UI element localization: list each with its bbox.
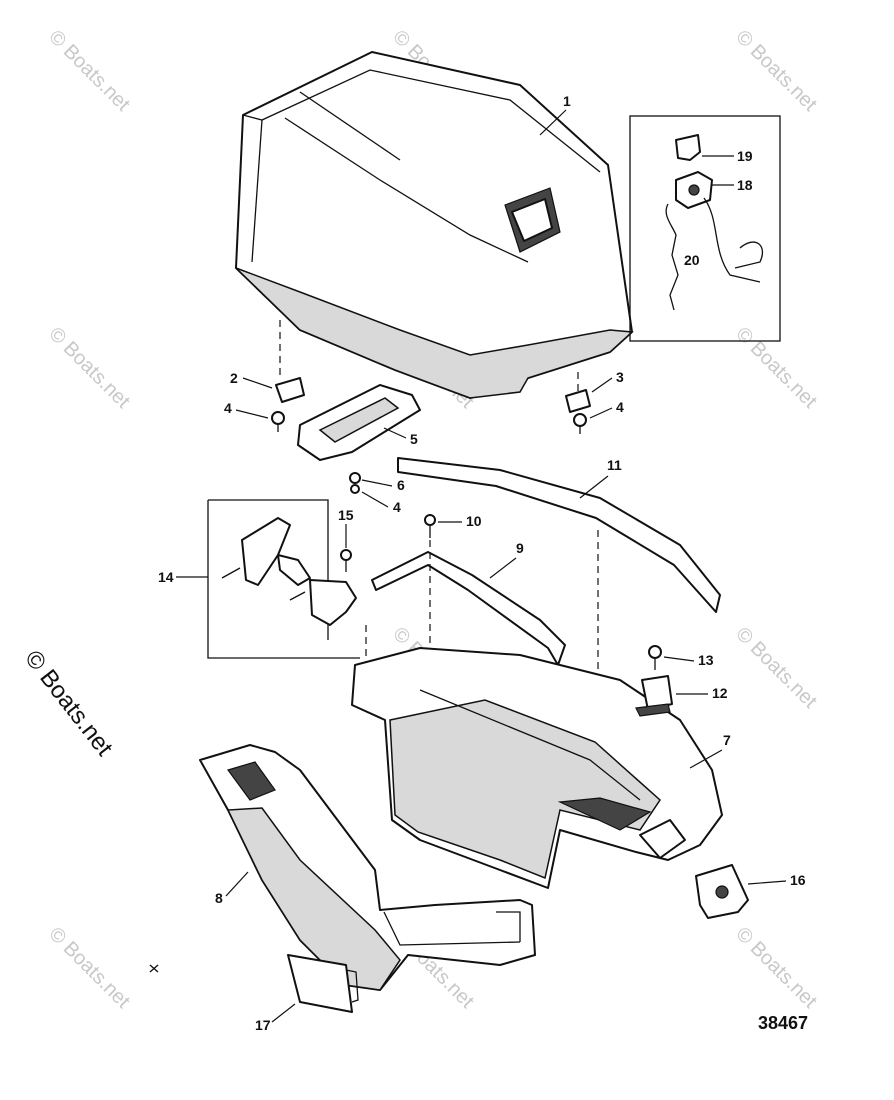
front-lower-cowl-part-8: [199, 744, 536, 991]
leader-line: [235, 409, 269, 419]
callout-label: 2: [230, 370, 238, 386]
callout-label: 6: [397, 477, 405, 493]
screw-part-10: [424, 514, 436, 538]
callout-label: 3: [616, 369, 624, 385]
rear-lower-cowl-part-7: [351, 647, 723, 889]
callout-label: 7: [723, 732, 731, 748]
plate-part-17: [287, 954, 359, 1013]
leader-line: [271, 1003, 296, 1023]
leader-line: [591, 377, 613, 393]
callout-label: 14: [158, 569, 174, 585]
callout-label: 19: [737, 148, 753, 164]
latch-part-3: [565, 389, 591, 413]
callout-label: 10: [466, 513, 482, 529]
callout-label: 5: [410, 431, 418, 447]
bracket-part-16: [695, 864, 749, 919]
watermark: © Boats.net: [731, 923, 821, 1013]
callout-label: 16: [790, 872, 806, 888]
part-19: [675, 134, 701, 161]
leader-line: [225, 871, 249, 897]
latch-plate: [309, 579, 357, 626]
callout-label: 13: [698, 652, 714, 668]
watermark: © Boats.net: [44, 923, 134, 1013]
watermark: © Boats.net: [44, 26, 134, 116]
inset-box-14: [207, 499, 360, 659]
top-cowl-part-1: [235, 51, 634, 399]
screw-part-15: [340, 549, 352, 572]
callout-label: 9: [516, 540, 524, 556]
clip-part-12: [635, 675, 673, 717]
leader-line: [579, 475, 609, 499]
leader-line: [589, 407, 613, 419]
leader-line: [489, 557, 517, 579]
callout-label: 15: [338, 507, 354, 523]
leader-line: [663, 656, 695, 662]
leader-line: [361, 479, 393, 487]
callout-label: 11: [607, 457, 622, 473]
stray-mark: [149, 964, 159, 973]
watermark: © Boats.net: [731, 623, 821, 713]
inset-box-18-20: [629, 115, 781, 342]
callout-label: 1: [563, 93, 571, 109]
callout-label: 12: [712, 685, 728, 701]
part-20-lanyard: [665, 203, 679, 311]
callout-label: 4: [393, 499, 401, 515]
callout-label: 8: [215, 890, 223, 906]
seal-strip-part-11: [397, 457, 721, 613]
callout-label: 20: [684, 252, 700, 268]
watermark: © Boats.net: [731, 323, 821, 413]
screw-part-4: [271, 411, 587, 434]
hinge-bracket: [241, 517, 291, 586]
leader-line: [539, 109, 567, 136]
bracket-part-5: [297, 384, 421, 461]
callout-label: 4: [616, 399, 624, 415]
screw-part-6: [349, 472, 361, 494]
watermark: © Boats.net: [731, 26, 821, 116]
leader-line: [361, 491, 389, 508]
latch-part-2: [275, 377, 305, 403]
leader-line: [689, 749, 723, 769]
leader-line: [383, 427, 407, 439]
callout-label: 18: [737, 177, 753, 193]
leader-line: [747, 880, 787, 885]
callout-label: 4: [224, 400, 232, 416]
clip: [277, 554, 311, 586]
watermark: © Boats.net: [44, 323, 134, 413]
screw-part-13: [648, 645, 662, 670]
diagram-id: 38467: [758, 1013, 809, 1033]
callout-label: 17: [255, 1017, 271, 1033]
leader-line: [242, 377, 273, 389]
